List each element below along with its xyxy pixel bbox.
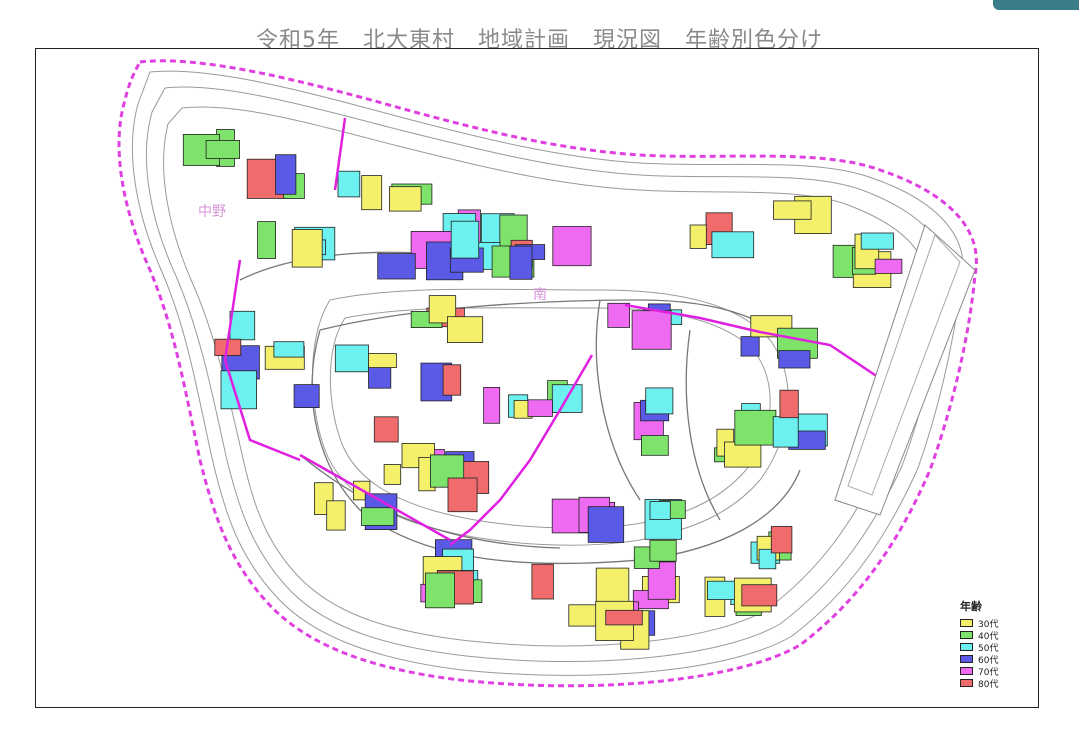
legend-item: 60代 xyxy=(960,653,1024,666)
parcel xyxy=(860,232,894,250)
parcel xyxy=(605,609,643,626)
airport-runway xyxy=(834,224,976,516)
parcel xyxy=(649,501,671,520)
legend-swatch xyxy=(960,643,973,651)
parcel xyxy=(291,229,323,268)
parcel xyxy=(337,170,361,198)
district-line xyxy=(333,117,347,191)
parcel xyxy=(649,539,677,562)
road xyxy=(685,329,721,521)
legend-label: 40代 xyxy=(978,631,999,642)
parcel xyxy=(446,316,484,344)
parcel xyxy=(770,526,793,554)
legend-swatch xyxy=(960,631,973,639)
contour-lines xyxy=(131,70,964,676)
parcel xyxy=(442,364,462,396)
contour-line xyxy=(312,288,789,546)
parcel xyxy=(447,477,478,513)
parcel xyxy=(257,221,277,259)
village-boundary xyxy=(117,59,978,688)
contour-line xyxy=(145,86,948,662)
legend-label: 80代 xyxy=(978,679,999,690)
district-line xyxy=(449,354,594,546)
parcel xyxy=(368,353,397,369)
legend-label: 30代 xyxy=(978,619,999,630)
legend-swatch xyxy=(960,679,973,687)
parcel xyxy=(740,336,760,357)
parcel xyxy=(388,186,422,212)
parcel xyxy=(527,399,553,417)
legend-item: 40代 xyxy=(960,629,1024,642)
legend-item: 70代 xyxy=(960,665,1024,678)
parcel xyxy=(758,548,777,570)
parcel xyxy=(734,409,777,446)
legend-title: 年齢 xyxy=(960,600,982,613)
parcel xyxy=(361,175,383,211)
parcel xyxy=(361,507,395,526)
parcel xyxy=(641,435,669,456)
legend-item: 80代 xyxy=(960,677,1024,690)
parcel xyxy=(425,572,456,609)
parcel xyxy=(531,563,554,600)
parcel xyxy=(273,341,305,358)
district-lines xyxy=(223,117,906,546)
legend-label: 50代 xyxy=(978,643,999,654)
parcel xyxy=(220,370,257,410)
parcel xyxy=(293,384,320,409)
contour-line xyxy=(329,307,771,529)
parcel xyxy=(552,226,592,267)
parcel xyxy=(450,220,480,259)
parcel xyxy=(711,231,755,259)
contour-line xyxy=(163,106,927,647)
parcel xyxy=(205,139,241,159)
legend-item: 30代 xyxy=(960,617,1024,630)
parcel xyxy=(645,387,674,415)
parcel xyxy=(383,464,402,485)
parcel xyxy=(874,258,903,274)
parcel xyxy=(326,500,346,531)
district-line xyxy=(299,453,451,542)
parcel xyxy=(631,310,672,350)
parcel xyxy=(509,245,533,280)
parcel xyxy=(772,416,799,448)
road xyxy=(595,299,641,501)
parcel xyxy=(724,441,762,468)
corner-tab xyxy=(993,0,1079,10)
parcel xyxy=(607,302,630,328)
parcel xyxy=(483,386,501,424)
parcel xyxy=(373,416,399,443)
legend-swatch xyxy=(960,655,973,663)
parcel xyxy=(779,389,799,419)
parcel xyxy=(377,253,416,280)
place-label-center: 南 xyxy=(533,287,547,303)
road xyxy=(311,329,801,565)
parcel xyxy=(587,506,625,543)
parcel xyxy=(773,200,812,220)
legend-swatch xyxy=(960,667,973,675)
parcel xyxy=(689,224,707,249)
district-line xyxy=(624,303,906,397)
parcel xyxy=(334,344,369,373)
parcel xyxy=(778,350,811,369)
legend-swatch xyxy=(960,619,973,627)
district-line xyxy=(223,259,301,462)
place-label-west: 中野 xyxy=(198,204,226,220)
contour-line xyxy=(131,70,964,676)
parcel xyxy=(229,310,256,341)
parcel xyxy=(275,154,297,195)
parcel-layer xyxy=(182,129,903,650)
legend-label: 70代 xyxy=(978,667,999,678)
parcel xyxy=(741,584,778,607)
legend-label: 60代 xyxy=(978,655,999,666)
legend-item: 50代 xyxy=(960,641,1024,654)
road xyxy=(319,299,801,361)
